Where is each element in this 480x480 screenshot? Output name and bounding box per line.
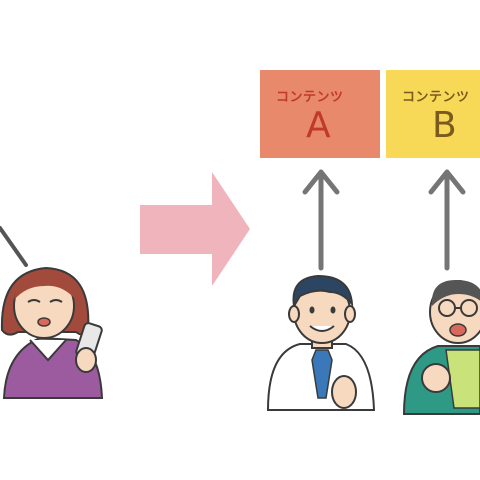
woman-phone-icon	[0, 266, 104, 399]
content-box-b-letter: B	[432, 105, 457, 146]
up-arrow-a	[302, 169, 340, 271]
content-box-b-title: コンテンツ	[402, 90, 470, 105]
content-box-a	[260, 70, 380, 158]
content-box-b	[386, 70, 480, 158]
man-glasses-icon	[402, 280, 480, 415]
man-tie-icon	[266, 274, 376, 411]
up-arrow-b	[428, 169, 466, 271]
transition-arrow	[140, 172, 250, 286]
content-box-a-letter: A	[306, 105, 331, 146]
content-box-a-title: コンテンツ	[276, 90, 344, 105]
connector-line	[0, 226, 28, 267]
